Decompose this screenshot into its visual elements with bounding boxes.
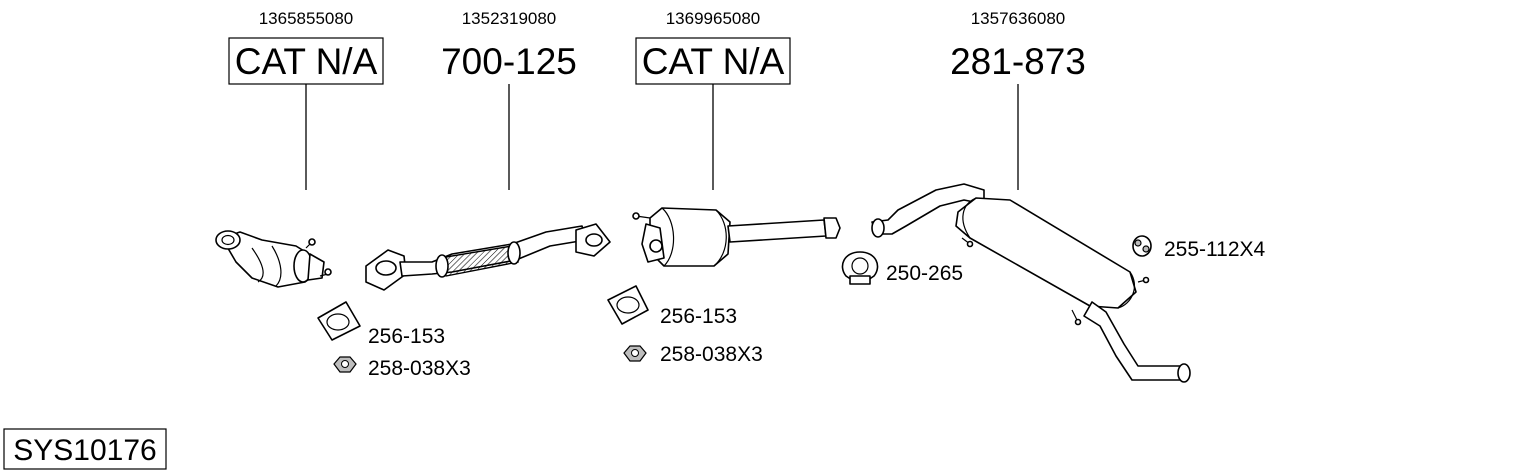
accessory-nut-2[interactable]: [623, 345, 647, 362]
accessory-clamp-label[interactable]: 250-265: [886, 262, 963, 285]
part-1-catalytic-converter-drawing[interactable]: [215, 230, 332, 288]
system-code-box: [3, 428, 167, 470]
part-4-callout: 1357636080 281-873: [950, 9, 1086, 190]
accessory-gasket-1-label[interactable]: 256-153: [368, 325, 445, 348]
part-1-callout: 1365855080 CAT N/A: [228, 9, 384, 190]
part-4-oem-number: 1357636080: [971, 9, 1066, 28]
part-3-label-box: [635, 37, 791, 85]
accessory-gasket-1[interactable]: [317, 301, 361, 341]
part-2-oem-number: 1352319080: [462, 9, 557, 28]
accessory-nut-2-label[interactable]: 258-038X3: [660, 343, 763, 366]
accessory-gasket-2-label[interactable]: 256-153: [660, 305, 737, 328]
part-3-catalytic-converter-drawing[interactable]: [632, 207, 841, 267]
part-4-rear-silencer-drawing[interactable]: [871, 183, 1191, 383]
part-2-label[interactable]: 700-125: [441, 41, 577, 82]
part-2-callout: 1352319080 700-125: [441, 9, 577, 190]
accessory-nut-1-label[interactable]: 258-038X3: [368, 357, 471, 380]
part-1-label-box: [228, 37, 384, 85]
part-1-label[interactable]: CAT N/A: [235, 41, 378, 82]
part-2-front-pipe-drawing[interactable]: [365, 223, 611, 291]
accessory-gasket-2[interactable]: [607, 285, 649, 325]
part-3-oem-number: 1369965080: [666, 9, 761, 28]
system-code: SYS10176: [13, 434, 156, 467]
accessory-clamp[interactable]: [841, 251, 879, 285]
accessory-rubber-mount[interactable]: [1132, 235, 1152, 257]
part-4-label[interactable]: 281-873: [950, 41, 1086, 82]
part-3-callout: 1369965080 CAT N/A: [635, 9, 791, 190]
part-1-oem-number: 1365855080: [259, 9, 354, 28]
accessory-nut-1[interactable]: [333, 356, 357, 373]
accessory-rubber-mount-label[interactable]: 255-112X4: [1164, 238, 1266, 261]
part-3-label[interactable]: CAT N/A: [642, 41, 785, 82]
